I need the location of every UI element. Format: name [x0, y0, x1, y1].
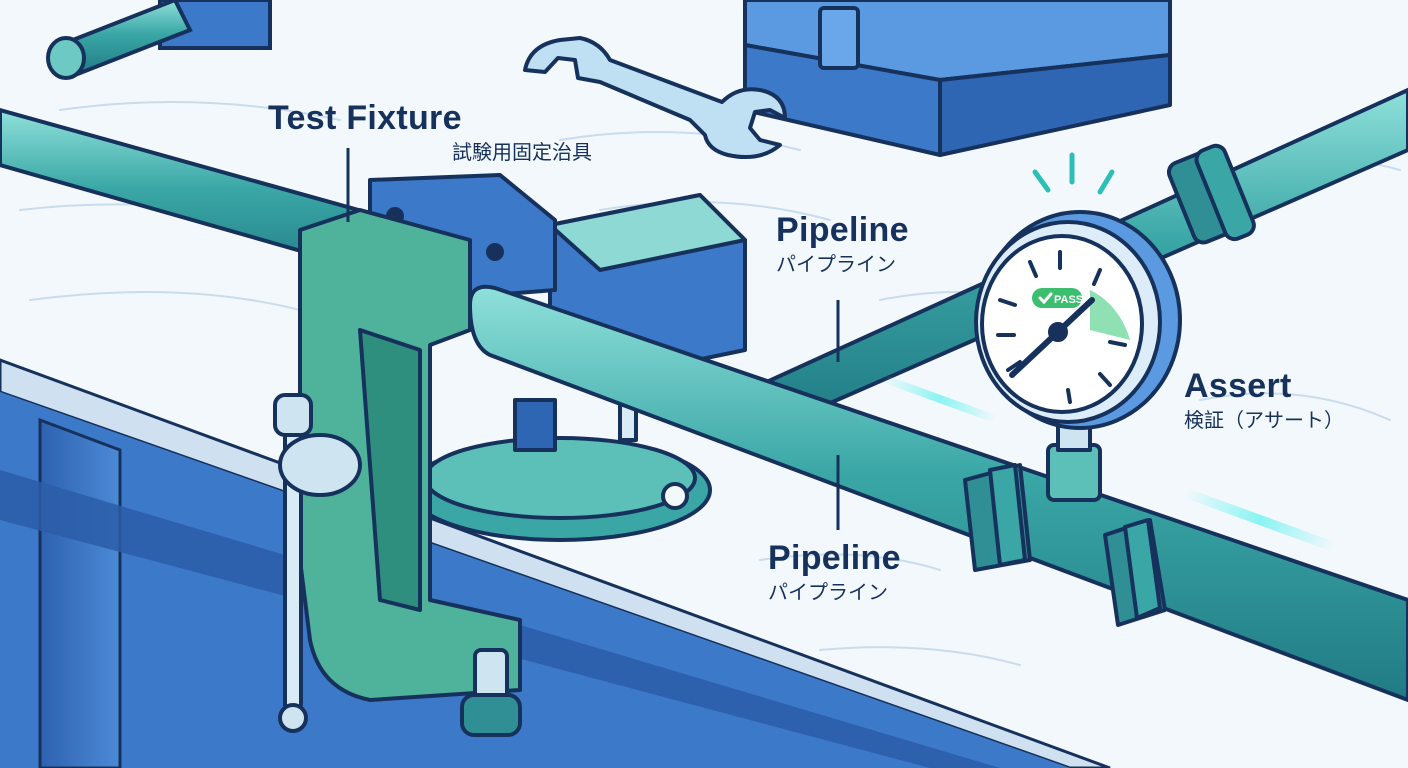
label-test-fixture-ja: 試験用固定治具: [452, 140, 592, 165]
label-test-fixture-en: Test Fixture: [268, 99, 462, 137]
label-pipeline-upper-en: Pipeline: [776, 211, 909, 249]
vise-icon: [273, 173, 747, 737]
label-assert-ja: 検証（アサート）: [1184, 408, 1344, 433]
workbench-edge: [0, 358, 1111, 768]
label-pipeline-lower-en: Pipeline: [768, 539, 901, 577]
leader-lines: [346, 148, 840, 530]
workbench-underside: [0, 392, 1070, 768]
label-test-fixture: Test Fixture 試験用固定治具: [268, 99, 592, 165]
workbench-leg-left: [38, 417, 122, 768]
pipeline-main: [468, 284, 1408, 702]
gauge-status-text: PASS: [1054, 294, 1083, 306]
label-assert: Assert 検証（アサート）: [1184, 367, 1344, 433]
status-badge: PASS: [1032, 288, 1083, 308]
wrench-icon: [523, 36, 787, 159]
vise-handle-partial: [46, 0, 272, 80]
label-pipeline-upper-ja: パイプライン: [776, 252, 896, 277]
pressure-gauge-icon: [974, 152, 1182, 430]
label-pipeline-lower: Pipeline パイプライン: [768, 539, 901, 605]
checkmark-icon: [1038, 292, 1053, 305]
label-assert-en: Assert: [1184, 367, 1292, 405]
flow-glow: [883, 375, 1336, 551]
label-pipeline-lower-ja: パイプライン: [768, 580, 888, 605]
label-pipeline-upper: Pipeline パイプライン: [776, 211, 909, 277]
